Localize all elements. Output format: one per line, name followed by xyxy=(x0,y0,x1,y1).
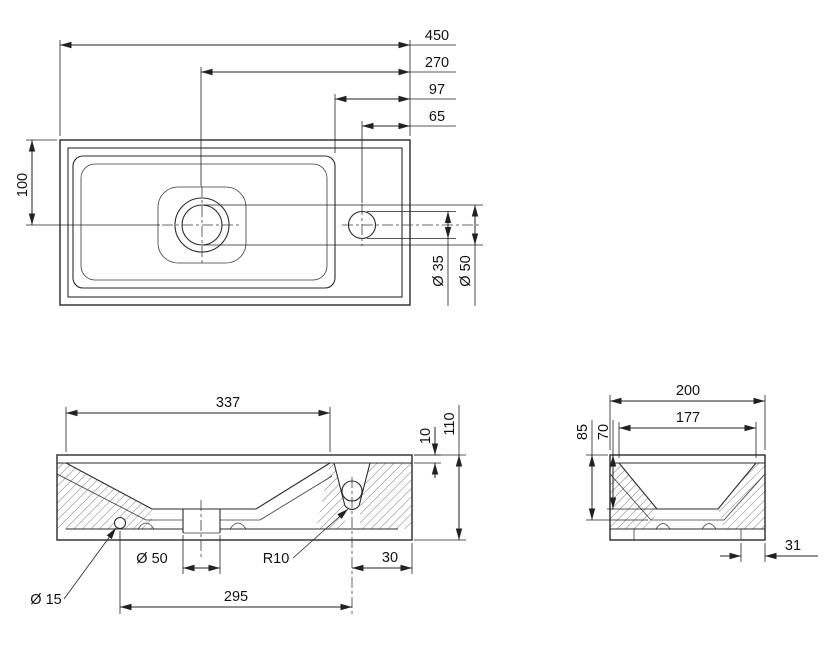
dim-110: 110 xyxy=(414,405,466,541)
dim-label-295: 295 xyxy=(224,589,248,605)
dim-177: 177 xyxy=(618,410,757,458)
dim-31: 31 xyxy=(720,538,818,562)
dim-r10: R10 xyxy=(263,508,349,567)
shell-left xyxy=(56,473,147,521)
dim-label-100: 100 xyxy=(15,173,31,197)
dim-label-97: 97 xyxy=(429,82,445,98)
dim-label-270: 270 xyxy=(425,55,449,71)
dim-30: 30 xyxy=(352,543,413,574)
dim-label-70: 70 xyxy=(596,424,612,440)
top-view xyxy=(59,139,480,306)
dim-337: 337 xyxy=(65,395,331,452)
dim-295: 295 xyxy=(119,531,352,614)
foot-detail-b xyxy=(229,522,247,530)
basin-slope-edge xyxy=(80,163,328,281)
dim-97: 97 xyxy=(334,82,456,153)
drawing-line xyxy=(63,527,117,600)
side-foot-detail-b xyxy=(701,523,717,530)
dim-label-65: 65 xyxy=(429,109,445,125)
dim-100: 100 xyxy=(15,139,160,226)
basin-opening xyxy=(72,155,336,289)
dim-label-85: 85 xyxy=(575,424,591,440)
shell-right xyxy=(259,475,333,521)
dim-label-dia50-front: Ø 50 xyxy=(136,551,167,567)
foot-detail-a xyxy=(137,522,155,530)
front-outline xyxy=(56,454,413,541)
dim-label-110: 110 xyxy=(442,412,458,435)
dim-dia50-front: Ø 50 xyxy=(136,535,221,574)
dim-70: 70 xyxy=(596,420,657,510)
dim-label-200: 200 xyxy=(676,383,700,399)
tap-channel-right xyxy=(358,462,371,507)
front-view xyxy=(56,454,413,614)
dim-label-dia50-top: Ø 50 xyxy=(458,255,474,286)
side-view xyxy=(609,454,766,541)
dim-label-r10: R10 xyxy=(263,551,290,567)
dim-dia35: Ø 35 xyxy=(367,211,456,306)
dim-dia15: Ø 15 xyxy=(30,527,117,608)
rim-inner-edge xyxy=(67,147,403,298)
tap-channel-left xyxy=(333,462,346,507)
hatch-right-wall xyxy=(360,463,412,529)
hatch-side-right xyxy=(718,463,765,529)
dim-200: 200 xyxy=(609,383,766,450)
hatch-side-left xyxy=(610,463,657,529)
dim-label-337: 337 xyxy=(216,395,240,411)
dim-85: 85 xyxy=(575,420,648,521)
side-foot-detail-a xyxy=(655,523,671,530)
dim-10: 10 xyxy=(414,427,441,478)
drawing-line xyxy=(292,508,349,559)
dim-label-177: 177 xyxy=(676,410,700,426)
dim-label-dia15: Ø 15 xyxy=(30,592,61,608)
fixing-hole xyxy=(113,516,127,530)
tap-channel-bottom-arc xyxy=(344,505,360,511)
basin-profile xyxy=(65,462,331,510)
side-basin-profile xyxy=(618,462,757,510)
dim-label-dia35: Ø 35 xyxy=(431,255,447,286)
dim-270: 270 xyxy=(200,55,456,186)
hatch-deck xyxy=(316,463,345,529)
hatch-left-wall xyxy=(57,463,152,529)
side-shell-profile xyxy=(609,473,766,521)
dim-label-30: 30 xyxy=(382,550,398,566)
dim-dia50-top: Ø 50 xyxy=(203,204,483,306)
dim-label-31: 31 xyxy=(785,538,801,554)
dim-450: 450 xyxy=(59,28,456,136)
sink-outline xyxy=(59,139,411,306)
dim-label-10: 10 xyxy=(418,428,434,444)
dim-label-450: 450 xyxy=(425,28,449,44)
dim-65: 65 xyxy=(361,109,456,203)
